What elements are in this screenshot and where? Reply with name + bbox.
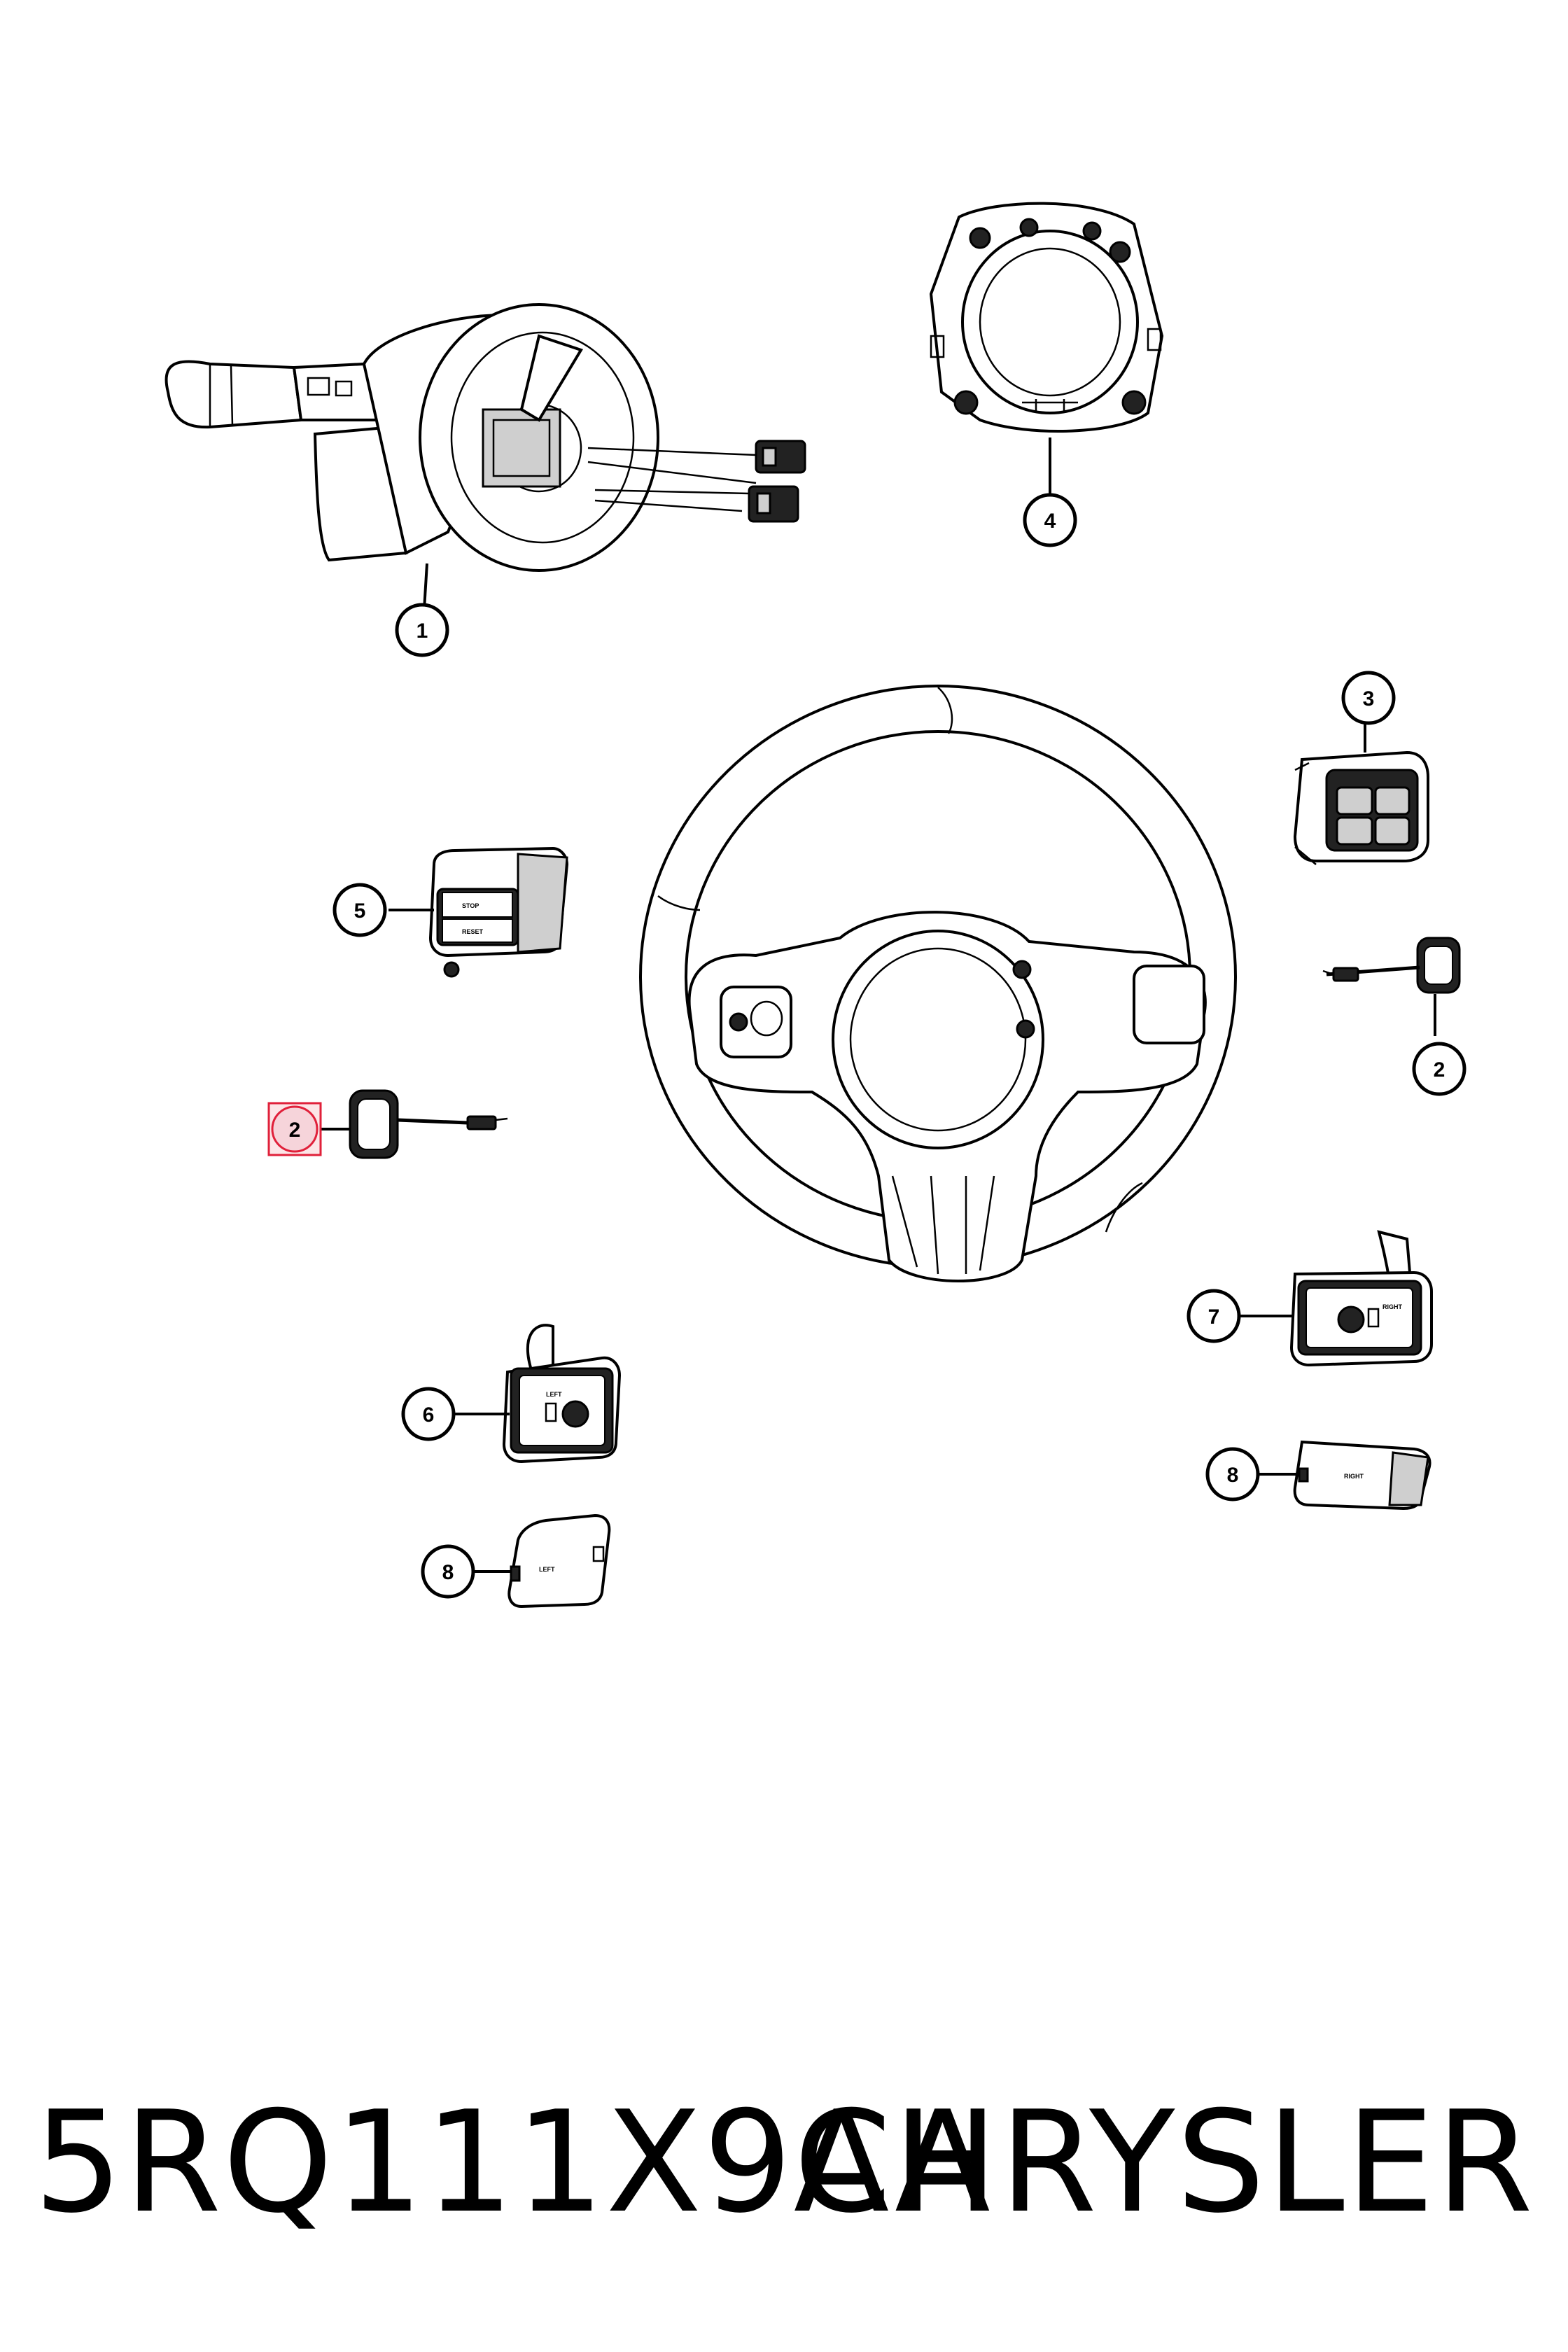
- right-label-cover: RIGHT: [1344, 1473, 1364, 1480]
- footer: 5RQ111X9AA CHRYSLER: [0, 2072, 1568, 2254]
- callout-8-right: 8: [1205, 1447, 1260, 1502]
- part-6-left-switch-module: LEFT: [455, 1324, 622, 1464]
- left-label-cover: LEFT: [539, 1566, 555, 1573]
- part-4-bezel-bracket: [929, 202, 1164, 497]
- callout-3-text: 3: [1363, 687, 1375, 710]
- callout-1: 1: [395, 603, 449, 657]
- callout-4-text: 4: [1044, 510, 1056, 533]
- steering-wheel: [639, 685, 1237, 1282]
- callout-2-right-text: 2: [1434, 1058, 1446, 1082]
- callout-6: 6: [401, 1387, 456, 1441]
- callout-3: 3: [1341, 671, 1396, 725]
- callout-1-text: 1: [416, 620, 428, 643]
- callout-8-left-text: 8: [442, 1561, 454, 1584]
- part-2-horn-switch-right: [1322, 937, 1461, 1036]
- reset-label: RESET: [462, 928, 484, 935]
- part-2-horn-switch-left: [321, 1089, 508, 1159]
- part-8-right-cover: RIGHT: [1256, 1440, 1432, 1511]
- callout-5: 5: [332, 883, 387, 937]
- part-number: 5RQ111X9AA: [34, 2081, 992, 2244]
- brand-name: CHRYSLER: [793, 2081, 1534, 2244]
- left-label-upper: LEFT: [546, 1391, 562, 1398]
- part-8-left-cover: LEFT: [472, 1513, 611, 1609]
- callout-6-text: 6: [423, 1404, 435, 1427]
- part-1-clockspring-assembly: [164, 303, 806, 610]
- part-5-speed-control-switch: STOP RESET: [388, 846, 569, 978]
- callout-2-left: 2: [267, 1102, 322, 1156]
- right-label-upper: RIGHT: [1382, 1303, 1403, 1310]
- callout-2-right: 2: [1412, 1042, 1466, 1096]
- callout-7: 7: [1186, 1289, 1241, 1343]
- stop-label: STOP: [462, 902, 479, 909]
- callout-8-left: 8: [421, 1544, 475, 1599]
- part-7-right-switch-module: RIGHT: [1238, 1230, 1433, 1367]
- callout-5-text: 5: [354, 899, 366, 923]
- part-3-switch-module: [1293, 718, 1429, 865]
- callout-8-right-text: 8: [1227, 1464, 1239, 1487]
- callout-7-text: 7: [1208, 1306, 1220, 1329]
- callout-4: 4: [1023, 493, 1077, 547]
- callout-2-left-text: 2: [289, 1119, 301, 1142]
